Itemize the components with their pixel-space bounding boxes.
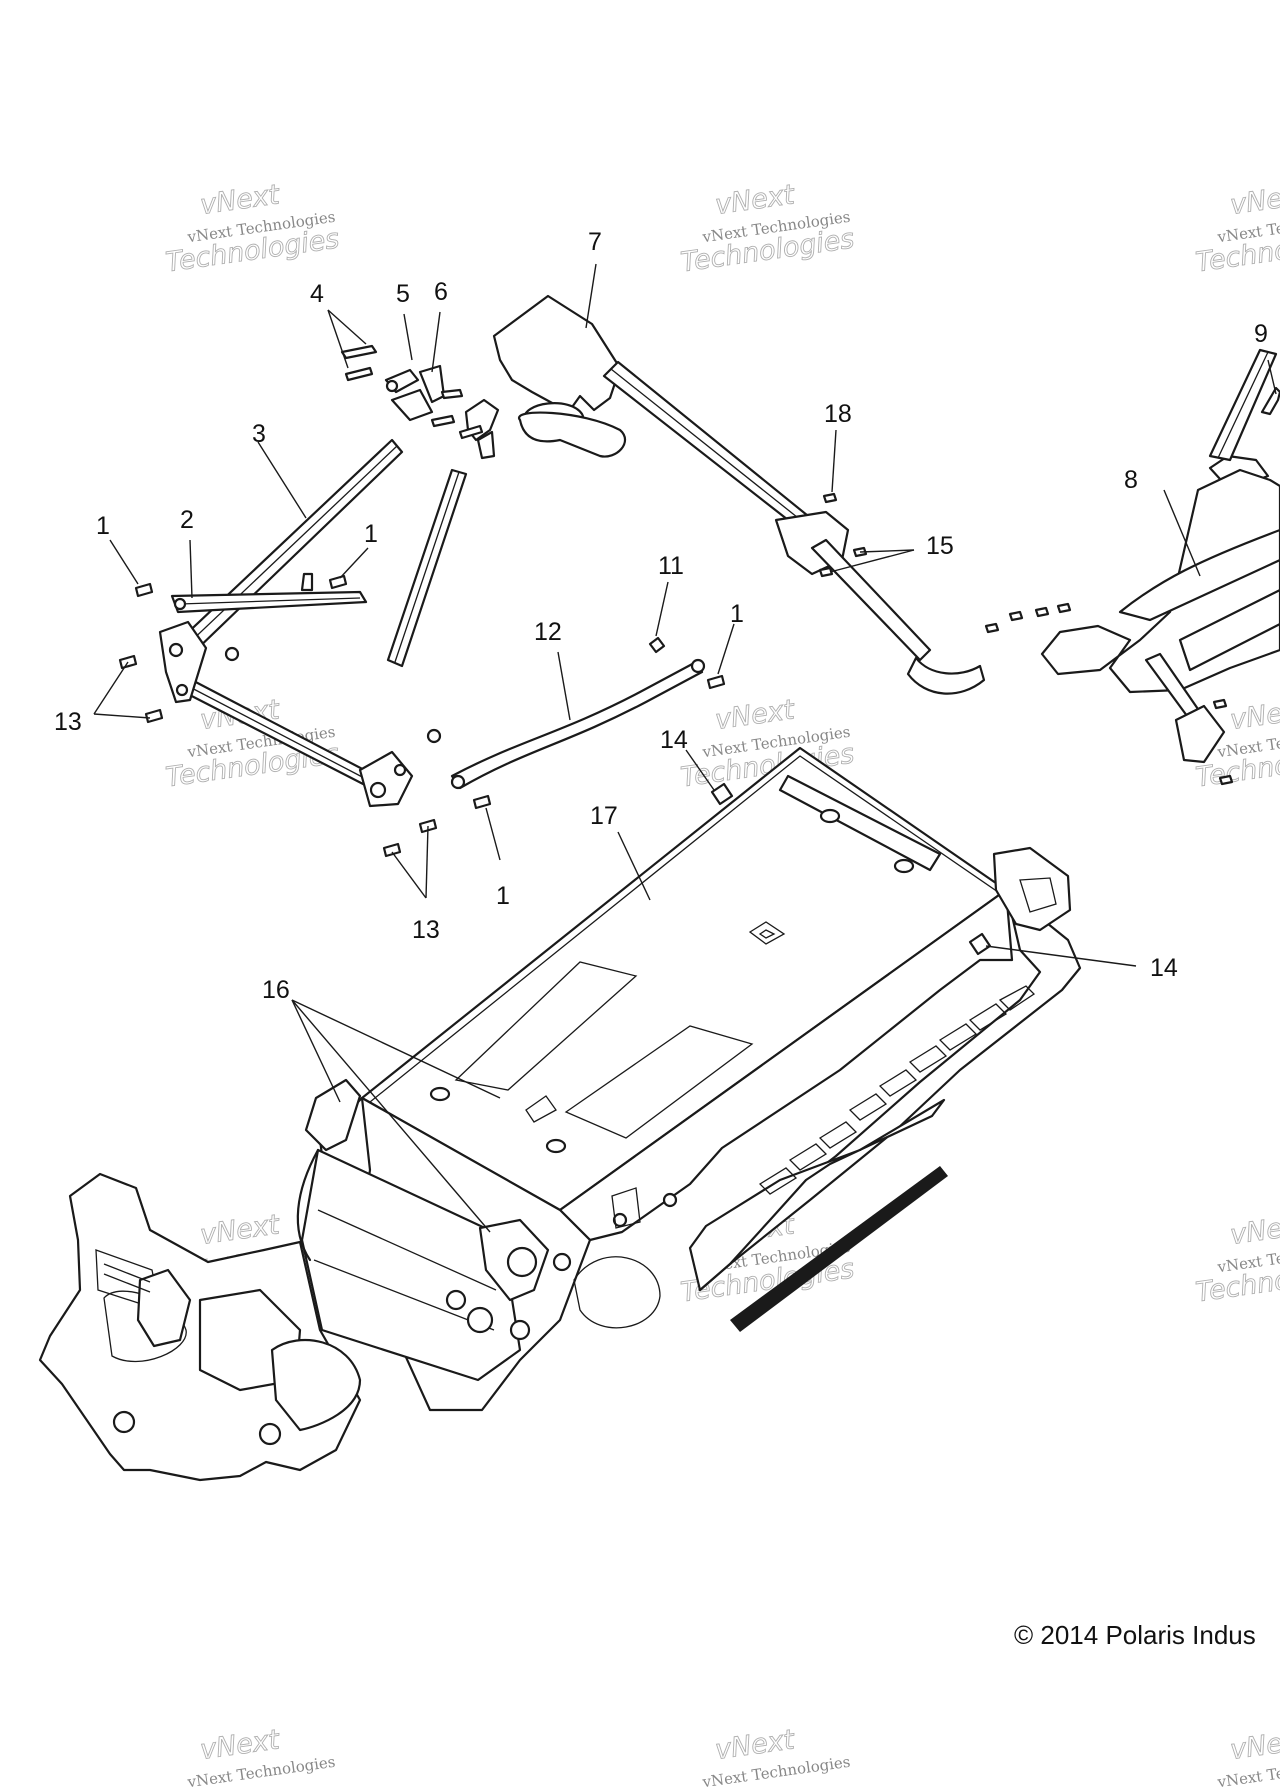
callout-3: 3 (252, 420, 266, 448)
callout-15: 15 (926, 532, 954, 560)
watermark: vNext vNext Technologies (700, 1724, 851, 1792)
svg-text:vNext: vNext (1228, 1209, 1280, 1251)
callout-12: 12 (534, 618, 562, 646)
callout-16: 16 (262, 976, 290, 1004)
callout-7: 7 (588, 228, 602, 256)
callout-14: 14 (1150, 954, 1178, 982)
callout-13: 13 (412, 916, 440, 944)
svg-text:vNext: vNext (1228, 1724, 1280, 1766)
callout-4: 4 (310, 280, 324, 308)
copyright-notice: © 2014 Polaris Indus (1014, 1620, 1256, 1650)
front-suspension-part-8 (1040, 348, 1280, 764)
bolt-part-9 (1260, 386, 1280, 416)
svg-text:vNext: vNext (198, 1724, 282, 1766)
watermark: vNext vNext Technologies Technologies (1193, 179, 1280, 279)
svg-text:vNext: vNext (713, 694, 797, 736)
bumper-part-14 (710, 782, 992, 956)
callout-14: 14 (660, 726, 688, 754)
svg-text:vNext: vNext (1228, 179, 1280, 221)
svg-text:vNext: vNext (198, 179, 282, 221)
callout-1: 1 (730, 600, 744, 628)
callout-1: 1 (96, 512, 110, 540)
callout-13: 13 (54, 708, 82, 736)
tie-rod-part-12 (450, 636, 706, 790)
hardware-cluster (340, 344, 500, 460)
svg-text:vNext: vNext (713, 1724, 797, 1766)
callout-11: 11 (658, 552, 684, 580)
bracket-part-2 (170, 572, 368, 614)
callout-17: 17 (590, 802, 618, 830)
front-brace-assembly (158, 438, 468, 808)
callout-5: 5 (396, 280, 410, 308)
callout-18: 18 (824, 400, 852, 428)
callout-8: 8 (1124, 466, 1138, 494)
callout-9: 9 (1254, 320, 1268, 348)
watermark: vNext vNext Technologies (1215, 1724, 1280, 1792)
callout-1: 1 (364, 520, 378, 548)
callout-6: 6 (434, 278, 448, 306)
main-chassis-part-17 (38, 746, 1082, 1482)
watermark: vNext vNext Technologies Technologies (163, 179, 341, 279)
leader-lines (93, 263, 1277, 1233)
watermark: vNext vNext Technologies (185, 1724, 336, 1792)
svg-text:vNext: vNext (1228, 694, 1280, 736)
callout-2: 2 (180, 506, 194, 534)
callout-1: 1 (496, 882, 510, 910)
watermark: vNext vNext Technologies Technologies (1193, 1209, 1280, 1309)
watermark: vNext vNext Technologies Technologies (163, 694, 341, 794)
steering-post-part-7 (492, 294, 986, 695)
callout-labels: 1 2 3 4 5 6 1 7 18 15 8 9 11 12 1 13 14 … (54, 228, 1268, 1004)
fastener-group (118, 492, 1234, 858)
svg-text:vNext: vNext (198, 1209, 282, 1251)
watermark: vNext vNext Technologies Technologies (678, 179, 856, 279)
svg-text:vNext: vNext (713, 179, 797, 221)
